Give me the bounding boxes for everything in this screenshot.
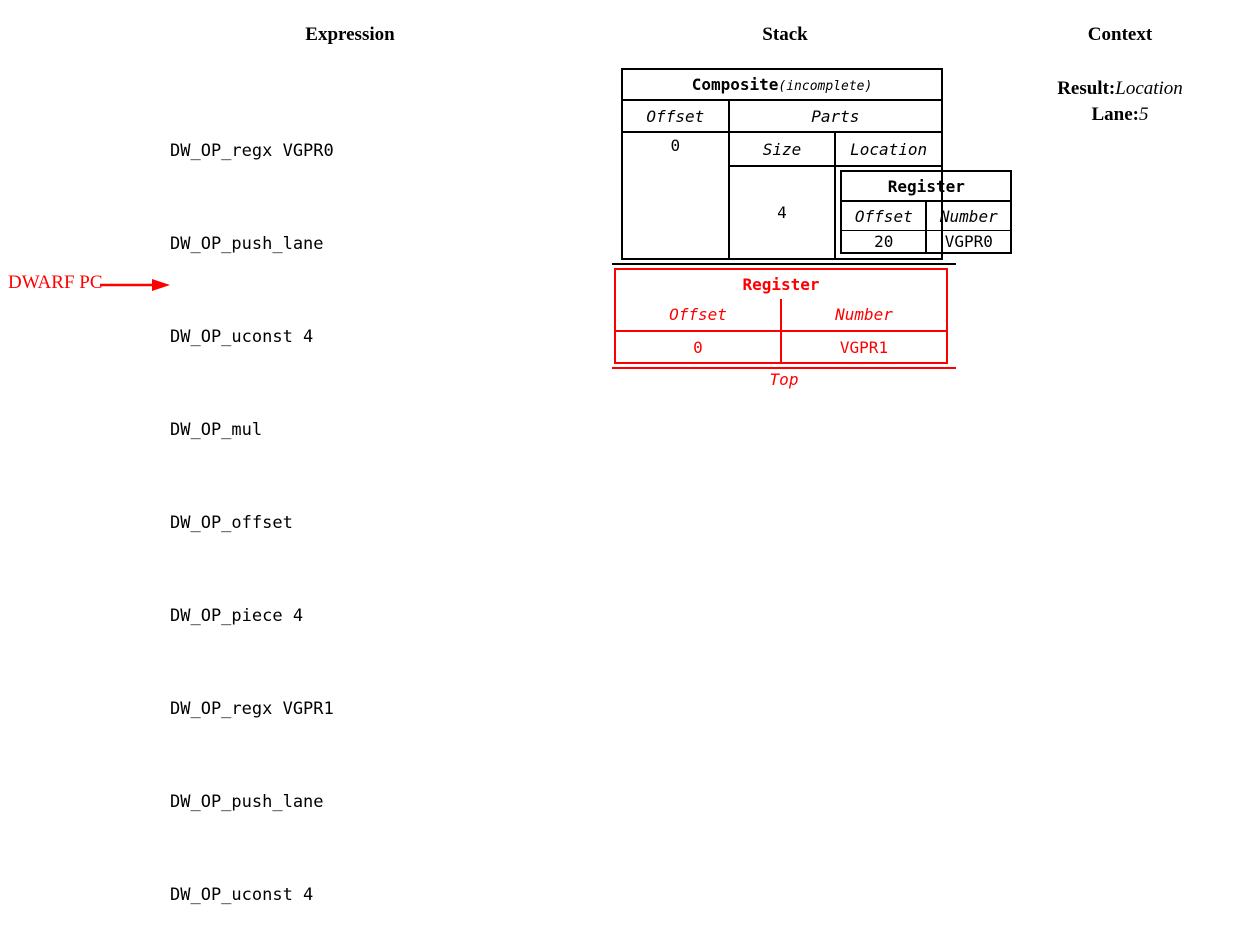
context-key: Lane: [1091,104,1140,125]
top-register-title-row: Register [615,269,947,299]
nested-register-number-header: Number [926,201,1012,231]
composite-location-header: Location [835,132,942,167]
expression-line: DW_OP_push_lane [170,234,324,254]
composite-header-row: Offset Parts [622,100,942,133]
composite-title-cell: Composite(incomplete) [622,69,942,101]
composite-part-size-value: 4 [728,166,837,259]
top-register-number-value: VGPR1 [839,337,889,357]
context-key: Result: [1057,78,1116,99]
nested-register-value-row: 20 VGPR0 [841,230,1011,253]
stack-entry-separator [612,263,956,265]
column-header-stack: Stack [762,24,808,45]
stack-entry-composite: Composite(incomplete) Offset Parts 0 Siz… [621,68,1013,260]
top-register-offset-value: 0 [615,331,782,363]
stack-top-rule [612,367,956,369]
composite-part-row: 4 Register Offset Number 20 VGPR0 [622,166,1013,259]
expression-line: DW_OP_uconst 4 [170,885,314,905]
context-row-result: Result:Location [1025,76,1215,102]
composite-part-location-cell: Register Offset Number 20 VGPR0 [835,166,1013,259]
context-row-lane: Lane:5 [1025,102,1215,128]
top-register-number-header: Number [781,299,947,332]
composite-parts-header: Parts [728,100,942,133]
column-header-context: Context [1087,24,1153,45]
stack-top-label: Top [769,370,799,389]
composite-size-header: Size [728,132,837,167]
top-register-value-row: 0 VGPR1 [615,331,947,363]
column-header-expression: Expression [305,24,395,45]
expression-line: DW_OP_piece 4 [170,606,304,626]
stack-column: Composite(incomplete) Offset Parts 0 Siz… [612,68,1013,389]
expression-line: DW_OP_uconst 4 [170,327,314,347]
top-register-title: Register [742,275,820,294]
expression-line: DW_OP_offset [170,513,293,533]
expression-line: DW_OP_regx VGPR0 [170,141,334,161]
context-column: Result:Location Lane:5 [1025,76,1215,128]
arrow-right-icon [100,276,172,299]
nested-register-title-row: Register [841,171,1012,202]
composite-title-suffix: (incomplete) [778,79,873,94]
top-register-offset-header: Offset [615,299,782,332]
context-value: 5 [1139,104,1149,125]
nested-register-number-value: VGPR0 [944,232,993,251]
nested-register-offset-header: Offset [841,201,928,231]
nested-register-offset-value: 20 [841,230,928,253]
composite-offset-header: Offset [622,100,730,133]
nested-register-title: Register [841,171,1012,202]
composite-subheader-row: 0 Size Location [622,132,942,259]
context-value: Location [1115,78,1183,99]
composite-offset-value: 0 [622,132,730,259]
top-register-header-row: Offset Number [615,299,947,332]
expression-line: DW_OP_mul [170,420,263,440]
expression-operation-list: DW_OP_regx VGPR0 DW_OP_push_lane DW_OP_u… [170,74,334,936]
nested-register-header-row: Offset Number [841,201,1012,231]
composite-title-row: Composite(incomplete) [622,69,942,101]
dwarf-pc-label: DWARF PC [8,272,103,293]
dwarf-pc-pointer: DWARF PC [8,272,170,298]
nested-register-table: Register Offset Number 20 VGPR0 [840,170,1013,254]
expression-line-current: DW_OP_push_lane [170,792,324,812]
expression-line: DW_OP_regx VGPR1 [170,699,334,719]
composite-title: Composite [691,75,779,94]
stack-entry-register-top: Register Offset Number 0 VGPR1 [614,268,948,364]
